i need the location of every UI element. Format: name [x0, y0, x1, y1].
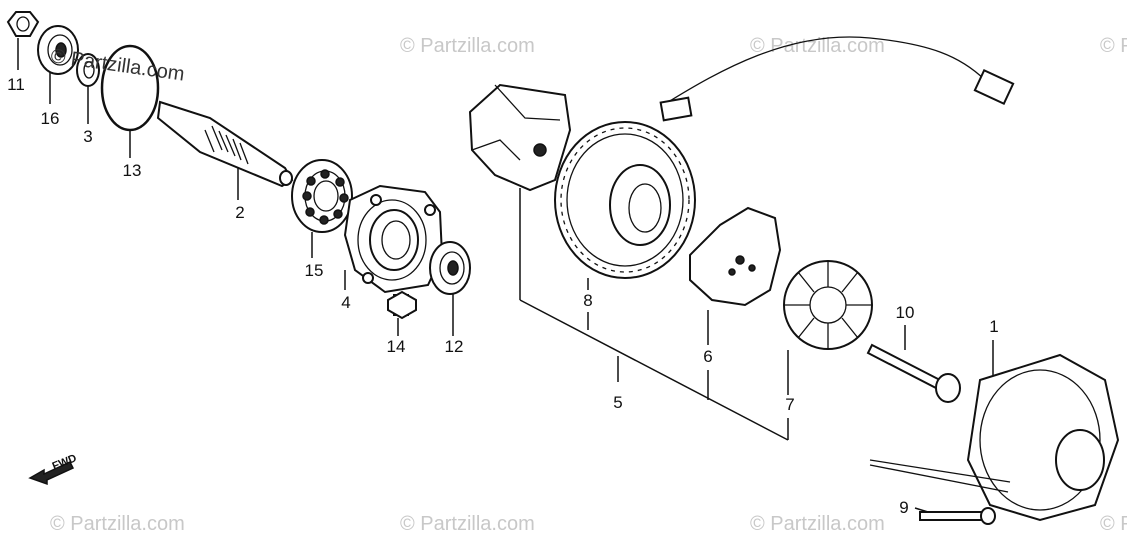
label-16: 16 — [41, 109, 60, 128]
label-14: 14 — [387, 337, 406, 356]
part-5-rotor[interactable] — [468, 83, 572, 192]
watermark: © Partzilla.com — [50, 513, 185, 535]
label-5: 5 — [613, 393, 622, 412]
part-1-cover[interactable] — [966, 353, 1120, 522]
label-10: 10 — [896, 303, 915, 322]
label-3: 3 — [83, 127, 92, 146]
part-4-bearing-holder[interactable] — [343, 184, 444, 294]
label-7: 7 — [785, 395, 794, 414]
watermark: © Partzilla.com — [750, 35, 885, 57]
part-7-cooling-fan[interactable] — [783, 260, 873, 350]
part-2-shaft[interactable] — [156, 100, 294, 188]
part-9-bolts[interactable] — [869, 459, 1011, 525]
label-2: 2 — [235, 203, 244, 222]
label-6: 6 — [703, 347, 712, 366]
label-1: 1 — [989, 317, 998, 336]
label-15: 15 — [305, 261, 324, 280]
label-4: 4 — [341, 293, 350, 312]
part-11-nut[interactable] — [6, 11, 40, 37]
label-12: 12 — [445, 337, 464, 356]
label-8: 8 — [583, 291, 592, 310]
part-14-bolt[interactable] — [387, 290, 417, 320]
part-15-bearing[interactable] — [291, 159, 353, 233]
watermark: © Partzilla.com — [400, 513, 535, 535]
leader-lines — [17, 38, 994, 513]
watermarks: © Partzilla.com © Partzilla.com © Partzi… — [50, 35, 1127, 535]
label-13: 13 — [123, 161, 142, 180]
watermark: © Partzilla.com — [1100, 513, 1127, 535]
label-9: 9 — [899, 498, 908, 517]
part-6-fan-plate[interactable] — [689, 206, 782, 307]
part-labels: 11 16 3 13 2 15 4 12 14 8 5 6 7 10 1 9 — [7, 75, 999, 517]
watermark: © Partzilla.com — [400, 35, 535, 57]
part-10-bolt[interactable] — [866, 343, 961, 403]
watermark: © Partzilla.com — [750, 513, 885, 535]
fwd-arrow: FWD — [28, 452, 78, 486]
watermark: © Partzilla.com — [1100, 35, 1127, 57]
label-11: 11 — [7, 75, 25, 94]
part-16-bearing[interactable] — [37, 25, 79, 75]
part-8-stator[interactable] — [554, 36, 1015, 279]
part-12-oil-seal[interactable] — [429, 241, 471, 295]
